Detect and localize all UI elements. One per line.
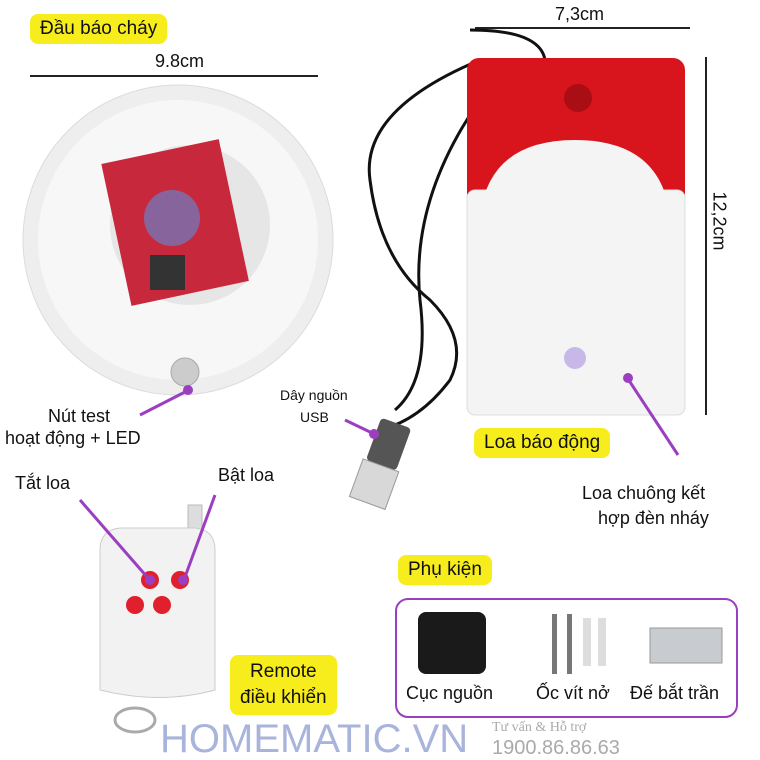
power-adapter-image <box>418 612 486 674</box>
siren-desc-1: Loa chuông kết <box>582 483 706 503</box>
siren-tag: Loa báo động <box>474 428 611 458</box>
usb-cable-image <box>367 28 547 432</box>
smoke-detector-image <box>22 84 334 396</box>
siren-height-label: 12,2cm <box>709 191 730 251</box>
accessory-bracket: Đế bắt trần <box>630 683 720 703</box>
screws-anchors-image <box>552 614 606 674</box>
smoke-detector-tag: Đầu báo cháy <box>30 14 168 44</box>
detector-width-label: 9.8cm <box>155 51 205 71</box>
usb-cable-label-1: Dây nguồn <box>280 387 348 403</box>
watermark-phone: 1900.86.86.63 <box>492 737 620 759</box>
pointer-arrows <box>78 373 680 585</box>
accessories-box <box>395 598 738 718</box>
test-button-label-2: hoạt động + LED <box>5 428 141 448</box>
test-button-label-1: Nút test <box>48 406 111 426</box>
speaker-on-label: Bật loa <box>218 465 275 485</box>
watermark-brand: HOMEMATIC.VN <box>160 717 469 760</box>
usb-cable-label-2: USB <box>300 409 329 425</box>
siren-image <box>466 58 686 416</box>
remote-tag: Remote điều khiển <box>230 655 337 715</box>
speaker-off-label: Tắt loa <box>15 473 71 493</box>
watermark-support: Tư vấn & Hỗ trợ <box>492 720 587 735</box>
remote-tag-line-1: Remote <box>250 661 317 682</box>
accessory-power-adapter: Cục nguồn <box>406 683 494 703</box>
accessory-screws: Ốc vít nở <box>536 683 610 703</box>
usb-plug-image <box>348 418 411 511</box>
ceiling-bracket-image <box>649 627 723 664</box>
siren-width-label: 7,3cm <box>555 4 605 24</box>
siren-desc-2: hợp đèn nháy <box>598 508 709 528</box>
accessories-tag: Phụ kiện <box>398 555 492 585</box>
remote-tag-line-2: điều khiển <box>240 687 327 708</box>
